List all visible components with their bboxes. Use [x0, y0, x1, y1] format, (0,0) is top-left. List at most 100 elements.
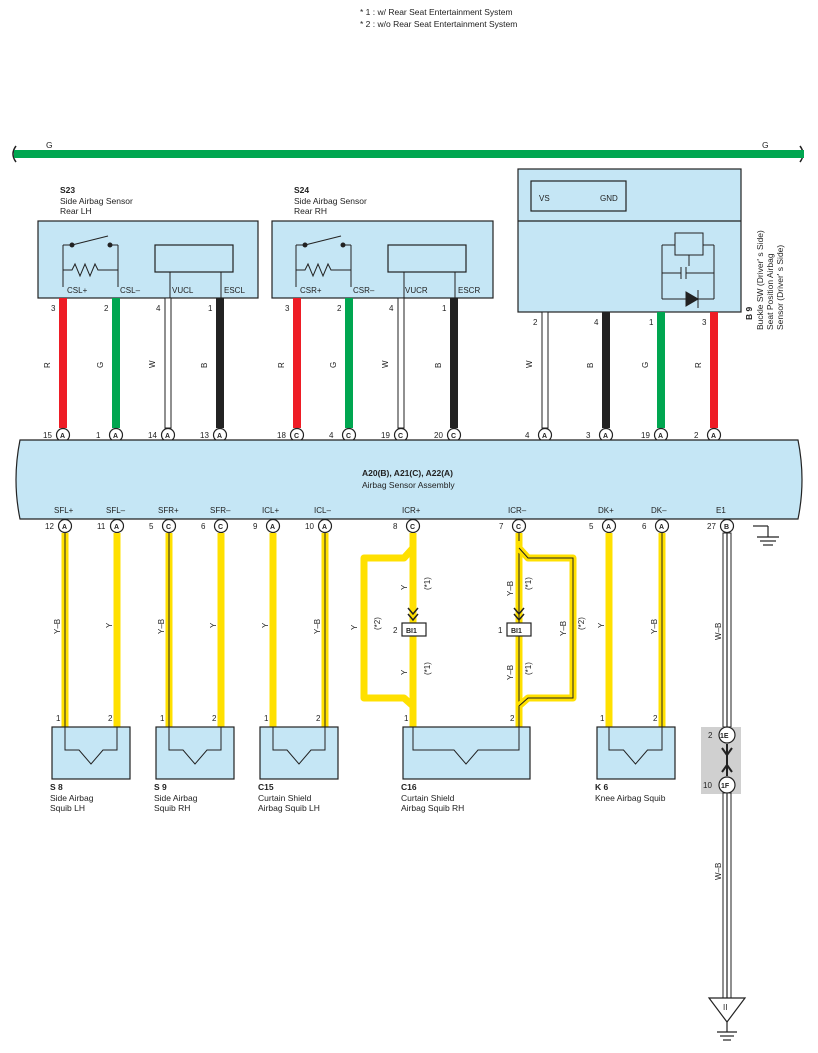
bi1-connector-right	[506, 622, 532, 637]
b9-gnd-label: GND	[600, 194, 618, 203]
icr-plus-color-upper: Y	[400, 584, 409, 590]
bottom-wire-label-0: SFL+	[54, 506, 74, 515]
b9-vs-label: VS	[539, 194, 550, 203]
bottom-wire-conn-2	[161, 518, 177, 534]
top-wire-conn-3-letter: A	[217, 433, 222, 440]
note-1: * 1 : w/ Rear Seat Entertainment System	[360, 7, 513, 17]
top-wire-11	[710, 312, 718, 428]
g-bus-label-left: G	[46, 140, 53, 150]
squib-box-2	[259, 726, 339, 780]
top-wire-pin-7: 1	[442, 304, 447, 313]
bottom-wire-conn-4	[265, 518, 281, 534]
b9-buckle-switch-box	[530, 180, 627, 212]
top-wire-5	[345, 298, 353, 428]
ground-symbol-icon	[717, 1022, 737, 1041]
squib-icon-4	[608, 727, 663, 765]
top-wire-color-0: R	[43, 362, 52, 368]
squib-box-3	[402, 726, 531, 780]
squib-icon-0	[64, 727, 118, 765]
bottom-wire-dest-pin-0: 1	[56, 714, 61, 723]
top-wire-3	[216, 298, 224, 428]
top-wire-6	[397, 297, 405, 429]
bottom-wire-dest-pin-2: 1	[160, 714, 165, 723]
bi1-left-code: BI1	[406, 628, 417, 635]
squib-name-2: Curtain Shield	[258, 793, 312, 803]
bottom-wire-dest-pin-6: 1	[404, 714, 409, 723]
bottom-wire-conn-1-letter: A	[114, 524, 119, 531]
top-wire-conn-pin-8: 4	[525, 431, 530, 440]
bottom-wire-color-2: Y–B	[157, 619, 166, 634]
icr-minus-bypass-color: Y–B	[559, 621, 568, 636]
top-wire-color-2: W	[148, 360, 157, 368]
s24-pin-label-2: CSR–	[353, 286, 375, 295]
ground-wire-color: W–B	[714, 863, 723, 880]
s23-ic-box	[154, 244, 234, 273]
squib-icon-3	[412, 727, 520, 765]
bottom-wire-6-upper	[409, 533, 417, 623]
top-wire-pin-4: 3	[285, 304, 290, 313]
s23-pin-label-2: CSL–	[120, 286, 141, 295]
icr-minus-note-lower: (*1)	[524, 662, 533, 675]
top-wire-pin-0: 3	[51, 304, 56, 313]
bottom-wire-label-6: ICR+	[402, 506, 421, 515]
icr-plus-color-lower: Y	[400, 669, 409, 675]
top-wire-conn-11-letter: A	[711, 433, 716, 440]
bottom-wire-6-lower	[409, 636, 417, 727]
junction-1e	[718, 726, 736, 744]
icr-plus-bypass-note: (*2)	[373, 617, 382, 630]
top-wire-pin-5: 2	[337, 304, 342, 313]
bottom-wire-conn-6-letter: C	[410, 524, 415, 531]
top-wire-conn-pin-5: 4	[329, 431, 334, 440]
bottom-wire-conn-6	[405, 518, 421, 534]
s23-code: S23	[60, 185, 75, 195]
top-wire-pin-9: 4	[594, 318, 599, 327]
bottom-wire-dest-pin-3: 2	[212, 714, 217, 723]
top-wire-conn-6-letter: C	[398, 433, 403, 440]
assembly-bar	[15, 439, 803, 520]
top-wire-8	[541, 311, 549, 429]
g-bus-left-cap	[12, 145, 17, 163]
bottom-wire-dest-pin-9: 2	[653, 714, 658, 723]
bottom-wire-3	[217, 533, 225, 727]
ground-mark: II	[723, 1003, 727, 1012]
icr-minus-note-upper: (*1)	[524, 577, 533, 590]
top-wire-conn-pin-1: 1	[96, 431, 101, 440]
icr-minus-bypass-stripe	[518, 547, 574, 707]
bottom-wire-4	[269, 533, 277, 727]
bottom-wire-conn-3	[213, 518, 229, 534]
bottom-wire-conn-7-letter: C	[516, 524, 521, 531]
bottom-wire-label-7: ICR–	[508, 506, 527, 515]
top-wire-conn-0-letter: A	[60, 433, 65, 440]
squib-name2-0: Squib LH	[50, 803, 85, 813]
bottom-wire-conn-8-letter: A	[606, 524, 611, 531]
s24-switch-icon	[295, 235, 352, 287]
b9-sensor-circuit-icon	[661, 232, 715, 308]
top-wire-color-11: R	[694, 362, 703, 368]
assembly-ground-icon	[753, 525, 779, 546]
top-wire-10	[657, 312, 665, 428]
top-wire-pin-3: 1	[208, 304, 213, 313]
s23-name: Side Airbag Sensor	[60, 196, 133, 206]
squib-box-1	[155, 726, 235, 780]
top-wire-pin-11: 3	[702, 318, 707, 327]
squib-code-4: K 6	[595, 782, 609, 792]
squib-name2-3: Airbag Squib RH	[401, 803, 464, 813]
top-wire-conn-5-letter: C	[346, 433, 351, 440]
squib-icon-1	[168, 727, 222, 765]
top-wire-conn-4-letter: C	[294, 433, 299, 440]
top-wire-conn-7-letter: C	[451, 433, 456, 440]
ground-triangle-icon	[707, 997, 747, 1023]
bottom-wire-label-8: DK+	[598, 506, 614, 515]
top-wire-conn-9-letter: A	[603, 433, 608, 440]
bottom-wire-color-1: Y	[105, 622, 114, 628]
icr-plus-note-upper: (*1)	[423, 577, 432, 590]
bottom-wire-color-8: Y	[597, 622, 606, 628]
bottom-wire-conn-8	[601, 518, 617, 534]
top-wire-color-8: W	[525, 360, 534, 368]
bottom-wire-dest-pin-8: 1	[600, 714, 605, 723]
bi1-right-pin: 1	[498, 626, 503, 635]
bottom-wire-color-0: Y–B	[53, 619, 62, 634]
squib-code-1: S 9	[154, 782, 167, 792]
